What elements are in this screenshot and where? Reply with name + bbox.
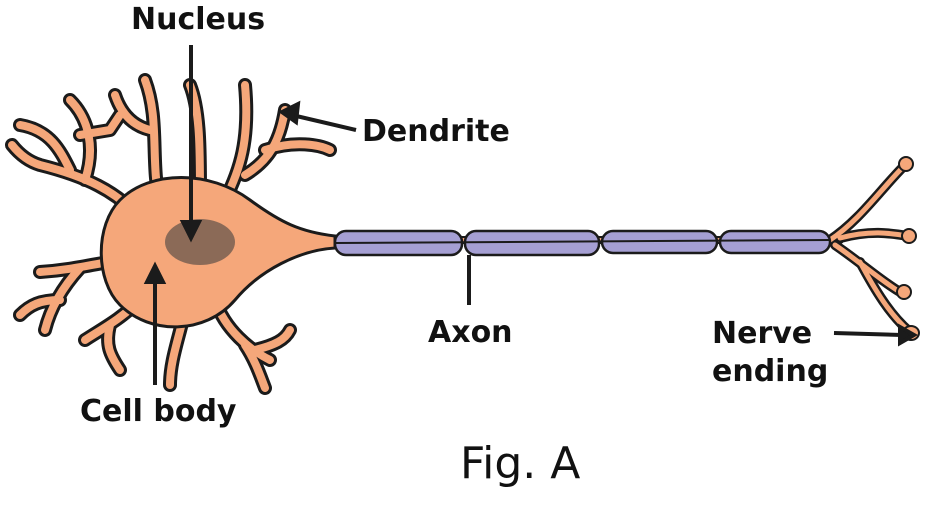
nerve-ending-label-line1: Nerve (712, 316, 813, 351)
nerve-ending-label-line2: ending (712, 354, 829, 389)
nerve-ending-label: Nerve ending (712, 315, 828, 391)
dendrite-pointer (291, 113, 357, 132)
axon-terminals (825, 156, 920, 341)
pointer-arrows (143, 45, 919, 385)
figure-caption: Fig. A (460, 438, 581, 489)
cell-body-label: Cell body (80, 394, 237, 429)
axon-label: Axon (428, 315, 513, 350)
nucleus-shape (165, 219, 235, 265)
nerve-ending-pointer (833, 331, 903, 337)
dendrite-label: Dendrite (362, 114, 510, 149)
nucleus-label: Nucleus (131, 2, 266, 37)
myelin-sheath (333, 229, 832, 257)
